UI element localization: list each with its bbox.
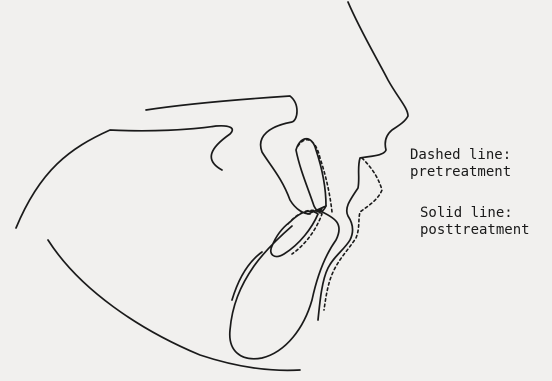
legend-dashed-entry: Dashed line: pretreatment [410,147,511,181]
legend-solid-title: Solid line: [420,205,530,222]
lower-border-outline [48,240,300,370]
legend-solid-description: posttreatment [420,222,530,239]
maxilla-outline [146,96,310,214]
soft-tissue-profile-dashed [324,158,382,310]
soft-tissue-profile-solid [318,2,408,320]
mandible-outer-outline [16,126,232,228]
legend-solid-entry: Solid line: posttreatment [420,205,530,239]
legend-dashed-description: pretreatment [410,164,511,181]
upper-incisor-solid [296,139,326,212]
legend-dashed-title: Dashed line: [410,147,511,164]
